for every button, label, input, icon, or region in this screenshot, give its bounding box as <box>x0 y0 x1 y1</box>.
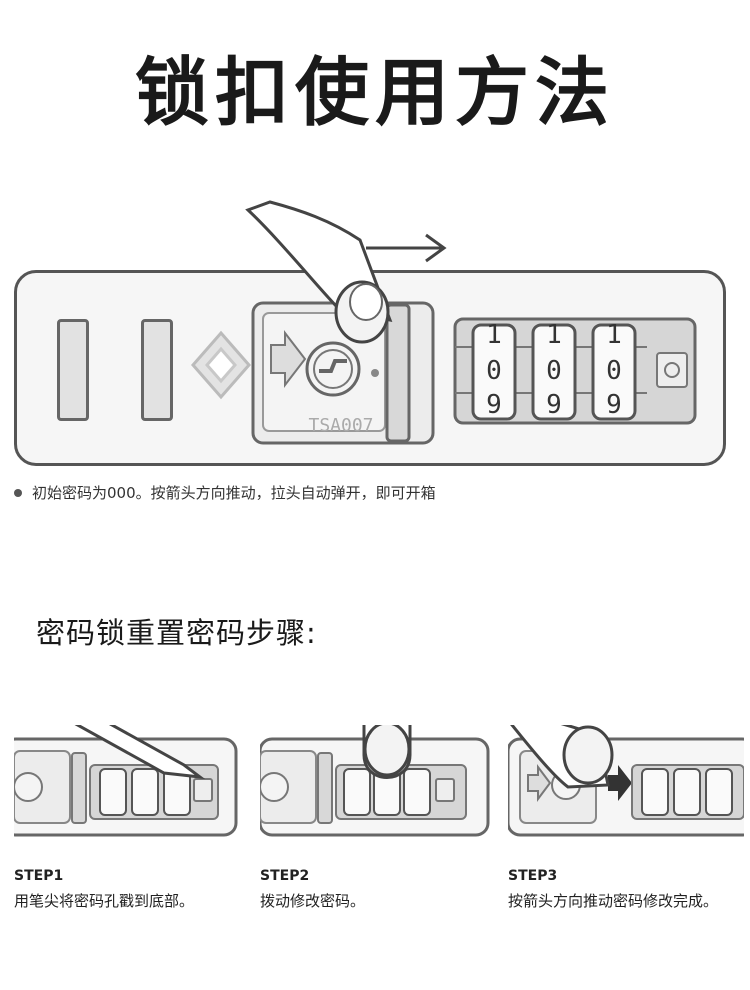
usage-note-text: 初始密码为000。按箭头方向推动，拉头自动弹开，即可开箱 <box>32 484 436 502</box>
step1-label: STEP1 <box>14 868 64 884</box>
dial-wheel <box>471 323 637 421</box>
brand-logo-icon <box>191 330 251 400</box>
reset-section-title: 密码锁重置密码步骤: <box>36 616 317 650</box>
lock-slot-left <box>57 319 89 421</box>
step2-illustration <box>260 725 492 849</box>
step3-desc: 按箭头方向推动密码修改完成。 <box>508 892 719 910</box>
dial-digit: 9 <box>486 390 502 420</box>
step1-illustration <box>14 725 242 849</box>
dial-digit: 0 <box>606 356 622 386</box>
dial-digit: 9 <box>546 390 562 420</box>
step2-desc: 拨动修改密码。 <box>260 892 366 910</box>
dial-digit: 0 <box>546 356 562 386</box>
dial-digit: 1 <box>606 320 622 350</box>
usage-note: 初始密码为000。按箭头方向推动，拉头自动弹开，即可开箱 <box>14 482 436 503</box>
bullet-icon <box>14 488 22 497</box>
dial-digit: 1 <box>486 320 502 350</box>
dial-digit: 0 <box>486 356 502 386</box>
page-title: 锁扣使用方法 <box>135 50 615 136</box>
step3-label: STEP3 <box>508 868 558 884</box>
step2-label: STEP2 <box>260 868 310 884</box>
arrow-right-icon <box>366 233 447 263</box>
dial-digit: 9 <box>606 390 622 420</box>
lock-slot-right <box>141 319 173 421</box>
lock-model-label: TSA007 <box>308 415 373 436</box>
dial-digits: 1 0 9 1 0 9 1 0 9 <box>486 320 622 420</box>
step1-desc: 用笔尖将密码孔戳到底部。 <box>14 892 195 910</box>
step3-illustration <box>508 725 744 849</box>
finger-icon <box>245 200 393 344</box>
dial-digit: 1 <box>546 320 562 350</box>
